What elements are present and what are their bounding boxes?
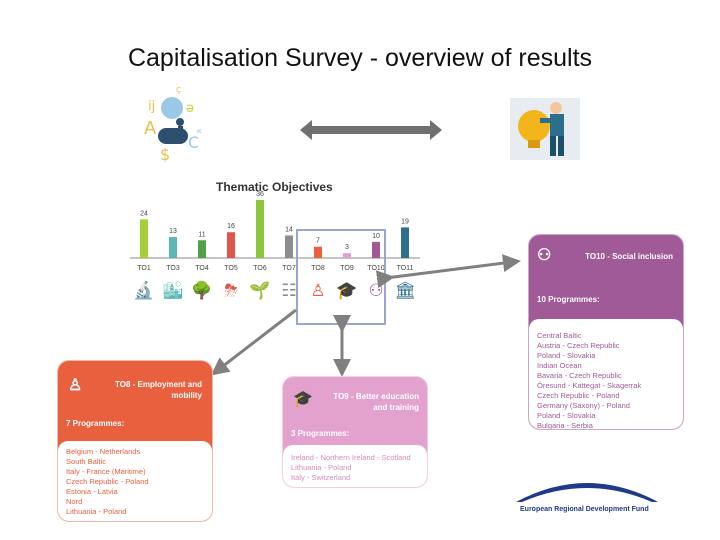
programme-list: Belgium - Netherlands South Baltic Italy… [58,441,212,521]
microscope-icon: 🔬 [133,280,154,301]
list-item: Germany (Saxony) - Poland [537,401,630,410]
card-title-line: and training [373,403,419,412]
list-item: Poland - Slovakia [537,411,596,420]
list-item: Bavaria - Czech Republic [537,371,622,380]
page-title: Capitalisation Survey - overview of resu… [127,44,593,72]
card-to9: 🎓 TO9 - Better education and training 3 … [282,376,428,488]
data-label: 16 [227,223,235,230]
alphabet-cloud-person-icon: ĳ ə ç A $ C « [144,85,202,162]
programme-count: 10 Programmes: [537,295,600,304]
card-title: TO9 - Better education and training [333,391,419,413]
list-item: Nord [66,497,83,506]
svg-text:C: C [188,133,199,152]
svg-text:«: « [196,126,202,137]
list-item: South Baltic [66,457,107,466]
card-header: ♙ TO8 - Employment and mobility [58,361,212,403]
programme-count: 7 Programmes: [66,419,125,428]
list-item: Lithuania - Poland [291,463,352,472]
data-label: 13 [169,228,177,235]
family-icon: ⚇ [537,247,552,264]
government-building-icon: 🏛 [394,281,416,301]
list-item: Estonia - Latvia [66,487,118,496]
bar-to1 [140,219,148,258]
tick-label: TO6 [253,265,267,272]
svg-text:ə: ə [186,101,194,116]
list-item: Central Baltic [537,331,582,340]
list-item: Belgium - Netherlands [66,447,141,456]
storm-icon: ⛈ [224,281,238,301]
list-item: Italy - Switzerland [291,473,351,482]
data-label: 14 [285,226,293,233]
worker-icon: ♙ [68,377,83,394]
list-item: Bulgaria - Serbia [537,421,593,430]
card-title-line: TO9 - Better education [333,392,419,401]
list-item: Lithuania - Poland [66,507,127,516]
card-title-line: TO8 - Employment and [115,380,202,389]
bar-to4 [198,240,206,258]
card-header: ⚇ TO10 - Social inclusion [529,235,683,281]
bar-to5 [227,232,235,258]
list-item: Indian Ocean [537,361,582,370]
bar-to6 [256,200,264,258]
card-title: TO8 - Employment and mobility [115,379,202,401]
data-label: 36 [256,191,264,198]
bar-to3 [169,237,177,258]
tick-label: TO7 [282,265,296,272]
data-label: 19 [401,218,409,225]
highlight-box [296,229,386,325]
erdf-logo-arc [516,483,658,502]
card-header: 🎓 TO9 - Better education and training [283,377,427,419]
railway-icon: ☷ [281,281,296,301]
erdf-label: European Regional Development Fund [520,506,649,513]
bar-to7 [285,235,293,258]
list-item: Czech Republic - Poland [537,391,620,400]
worker-icon: ♙ [310,281,325,301]
bar-to8 [314,246,322,258]
card-title: TO10 - Social inclusion [585,252,673,261]
card-title-line: mobility [171,391,202,400]
tick-label: TO5 [224,265,238,272]
double-arrow-icon [300,120,442,140]
tick-label: TO11 [397,265,414,272]
svg-text:A: A [144,118,157,139]
programme-list: Ireland - Northern Ireland - Scotland Li… [283,445,427,487]
data-label: 24 [140,210,148,217]
data-label: 7 [316,238,320,245]
list-item: Ireland - Northern Ireland - Scotland [291,453,411,462]
tree-icon: 🌳 [191,280,212,301]
list-item: Austria - Czech Republic [537,341,620,350]
city-icon: 🏙 [162,281,184,301]
tick-label: TO9 [340,265,354,272]
graduation-cap-icon: 🎓 [293,391,313,408]
list-item: Poland - Slovakia [537,351,596,360]
plant-icon: 🌱 [249,281,270,301]
data-label: 11 [198,231,205,238]
svg-text:ĳ: ĳ [148,99,155,114]
graduation-cap-icon: 🎓 [336,281,357,301]
lightbulb-person-icon [510,98,580,160]
tick-label: TO8 [311,265,325,272]
chart-title: Thematic Objectives [216,180,333,194]
card-to8: ♙ TO8 - Employment and mobility 7 Progra… [57,360,213,522]
programme-count: 3 Programmes: [291,429,350,438]
list-item: Czech Republic - Poland [66,477,149,486]
tick-label: TO3 [166,265,180,272]
bar-to9 [343,253,351,258]
data-label: 10 [372,233,380,240]
svg-text:$: $ [160,145,170,162]
tick-label: TO1 [137,265,151,272]
list-item: Italy - France (Maritime) [66,467,146,476]
data-label: 3 [345,244,349,251]
bar-to10 [372,241,380,258]
card-to10: ⚇ TO10 - Social inclusion 10 Programmes:… [528,234,684,430]
bar-to11 [401,227,409,258]
list-item: Öresund - Kattegat - Skagerrak [537,381,642,390]
tick-label: TO4 [195,265,209,272]
svg-text:ç: ç [176,85,181,95]
programme-list: Central Baltic Austria - Czech Republic … [529,319,683,430]
